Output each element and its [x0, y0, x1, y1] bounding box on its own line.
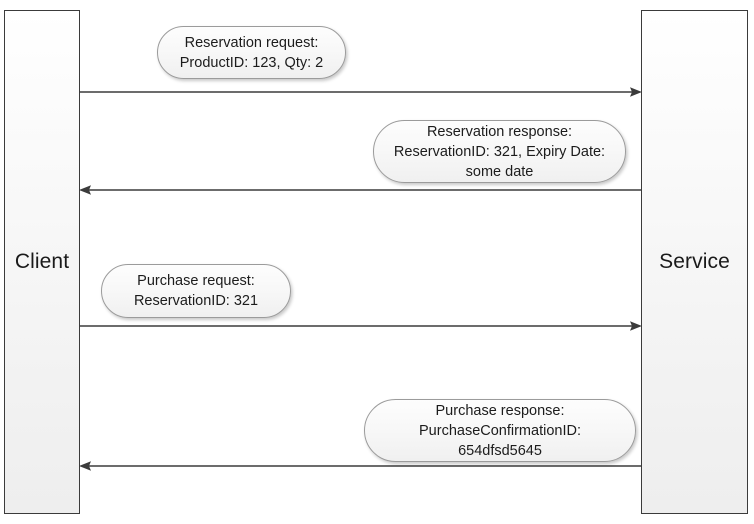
message-label-purchase-request[interactable]: Purchase request: ReservationID: 321 [101, 264, 291, 318]
lifeline-service-label: Service [659, 249, 730, 273]
message-arrow-reservation-request[interactable] [79, 84, 642, 100]
arrow-right-icon [79, 87, 642, 97]
message-label-purchase-response[interactable]: Purchase response: PurchaseConfirmationI… [364, 399, 636, 462]
message-arrow-purchase-request[interactable] [79, 318, 642, 334]
lifeline-client-label: Client [14, 249, 70, 273]
message-label-reservation-response[interactable]: Reservation response: ReservationID: 321… [373, 120, 626, 183]
lifeline-service[interactable]: Service [641, 10, 748, 514]
arrow-left-icon [79, 185, 642, 195]
arrow-right-icon [79, 321, 642, 331]
message-label-text: Reservation request: ProductID: 123, Qty… [179, 34, 324, 71]
message-label-reservation-request[interactable]: Reservation request: ProductID: 123, Qty… [157, 26, 346, 79]
message-label-text: Purchase request: ReservationID: 321 [133, 273, 259, 309]
message-label-text: Purchase response: PurchaseConfirmationI… [419, 402, 581, 459]
message-label-text: Reservation response: ReservationID: 321… [393, 123, 606, 180]
lifeline-client[interactable]: Client [4, 10, 80, 514]
message-arrow-reservation-response[interactable] [79, 182, 642, 198]
